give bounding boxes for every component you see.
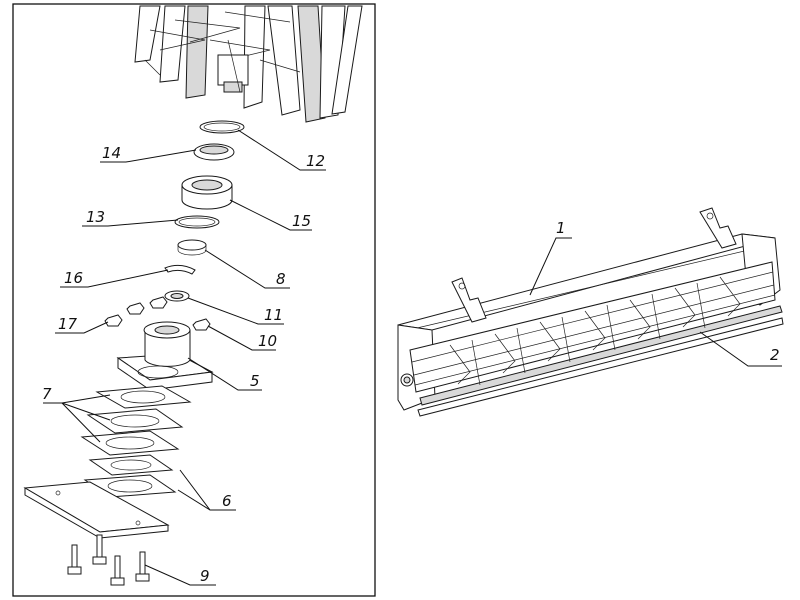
callout-2: 2 [770,346,780,364]
bearing-15 [181,175,233,210]
callout-14: 14 [102,144,121,162]
leader-1 [529,237,572,296]
bearing-housing-5 [116,321,214,391]
mount-bracket-right [699,207,737,249]
callout-13: 13 [86,208,105,226]
callout-8: 8 [276,270,286,288]
lock-washer-16 [164,264,196,275]
scraper-bar [419,305,783,406]
callout-9: 9 [200,567,210,585]
gaskets-7 [80,385,192,456]
seal-14 [193,143,235,161]
callout-10: 10 [258,332,277,350]
bolts-9 [67,534,150,586]
assembly-view: 1 2 [397,207,784,417]
leader-lines [43,129,326,586]
leader-2 [699,331,782,367]
base-plate [23,481,170,539]
callout-16: 16 [64,269,83,287]
nut-11 [164,290,190,302]
mount-bracket-left [451,277,487,323]
callout-1: 1 [556,219,566,237]
nuts-17-10 [104,296,211,331]
callout-5: 5 [250,372,260,390]
bushing-8 [177,239,207,256]
callout-6: 6 [222,492,232,510]
callout-7: 7 [42,385,52,403]
callout-15: 15 [292,212,311,230]
exploded-callouts: 14 12 15 13 8 16 11 17 10 5 7 6 9 [42,144,325,585]
callout-11: 11 [264,306,283,324]
exploded-view-panel: 14 12 15 13 8 16 11 17 10 5 7 6 9 [12,3,376,597]
callout-17: 17 [58,315,78,333]
rotor-fins [449,276,741,386]
rotor-part [134,5,363,123]
callout-12: 12 [306,152,325,170]
